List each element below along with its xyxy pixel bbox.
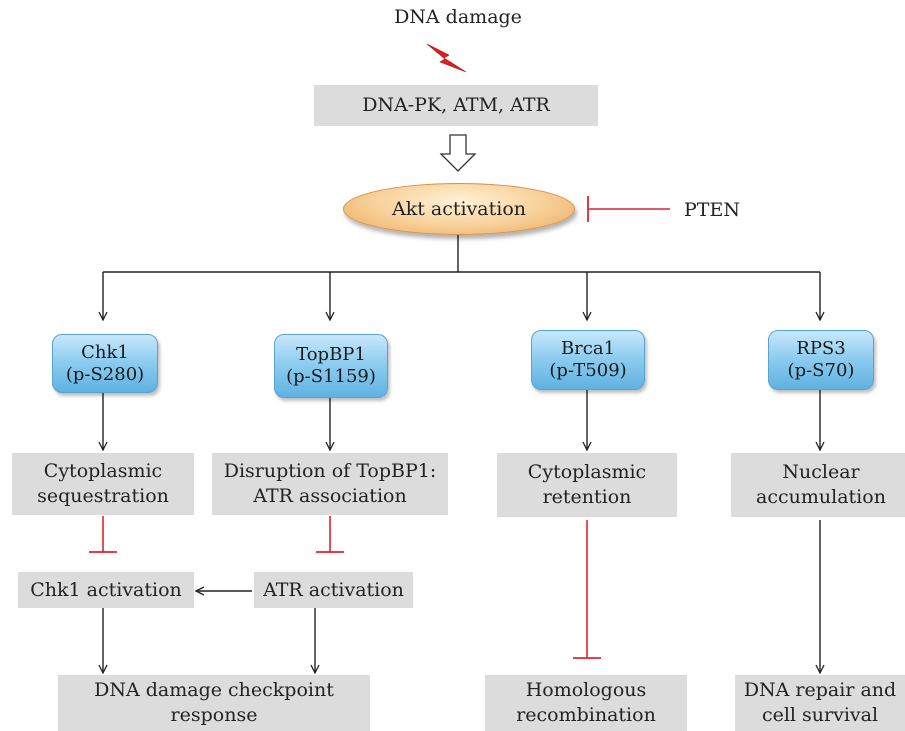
chk1-site: (p-S280) [65,363,145,385]
hollow-down-arrow-icon [439,134,477,172]
nuclear-accumulation-box: Nuclear accumulation [731,453,905,517]
atr-activation-box: ATR activation [254,572,413,608]
distribution-branch [103,232,820,320]
pten-label: PTEN [684,199,740,221]
lower-arrows [103,520,820,673]
homologous-recombination-box: Homologous recombination [485,675,687,731]
cytoplasmic-sequestration-box: Cytoplasmic sequestration [12,453,194,515]
rps3-site: (p-S70) [787,360,855,381]
topbp1-site: (p-S1159) [286,366,376,387]
checkpoint-response-box: DNA damage checkpoint response [58,675,370,731]
brca1-site: (p-T509) [549,360,627,381]
brca1-node: Brca1(p-T509) [531,330,645,390]
dna-damage-label: DNA damage [394,6,522,28]
topbp1-name: TopBP1 [296,344,366,365]
chk1-name: Chk1 [81,341,129,363]
target-arrows [103,390,820,450]
dna-repair-survival-box: DNA repair and cell survival [735,675,905,731]
topbp1-atr-disruption-box: Disruption of TopBP1: ATR association [212,453,448,515]
akt-activation-node: Akt activation [343,183,575,235]
chk1-activation-box: Chk1 activation [18,572,194,608]
lightning-bolt-icon [426,43,467,73]
rps3-name: RPS3 [796,338,846,359]
brca1-name: Brca1 [560,338,616,359]
rps3-node: RPS3(p-S70) [768,330,874,390]
chk1-node: Chk1(p-S280) [52,334,158,393]
topbp1-node: TopBP1(p-S1159) [274,334,388,398]
pten-inhibition-line [587,196,670,222]
inhibition-lines [89,516,601,659]
cytoplasmic-retention-box: Cytoplasmic retention [497,453,677,517]
sensor-kinases-box: DNA-PK, ATM, ATR [314,85,598,126]
